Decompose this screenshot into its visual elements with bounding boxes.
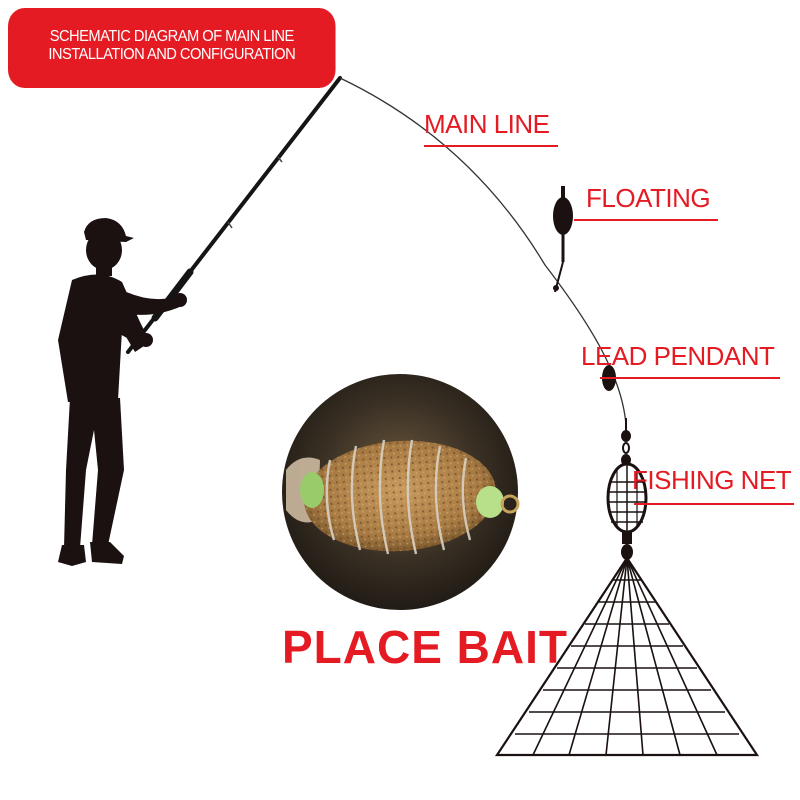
title-line-1: SCHEMATIC DIAGRAM OF MAIN LINE xyxy=(49,28,295,45)
bait-photo xyxy=(282,374,520,610)
label-lead-pendant: LEAD PENDANT xyxy=(581,341,775,371)
underline-fishing-net xyxy=(634,503,794,505)
swivel xyxy=(621,418,631,466)
title-line-2: INSTALLATION AND CONFIGURATION xyxy=(48,46,296,63)
underline-main-line xyxy=(424,145,558,147)
angler-silhouette xyxy=(58,218,187,566)
label-fishing-net: FISHING NET xyxy=(632,465,792,495)
fishing-net xyxy=(494,556,760,757)
main-line xyxy=(339,77,627,426)
cage-feeder xyxy=(606,462,648,560)
underline-floating xyxy=(574,219,718,221)
float-icon xyxy=(553,186,573,293)
label-floating: FLOATING xyxy=(586,183,711,213)
label-main-line: MAIN LINE xyxy=(424,109,550,139)
title-badge: SCHEMATIC DIAGRAM OF MAIN LINE INSTALLAT… xyxy=(8,8,336,88)
label-place-bait: PLACE BAIT xyxy=(282,621,568,673)
underline-lead-pendant xyxy=(600,377,780,379)
